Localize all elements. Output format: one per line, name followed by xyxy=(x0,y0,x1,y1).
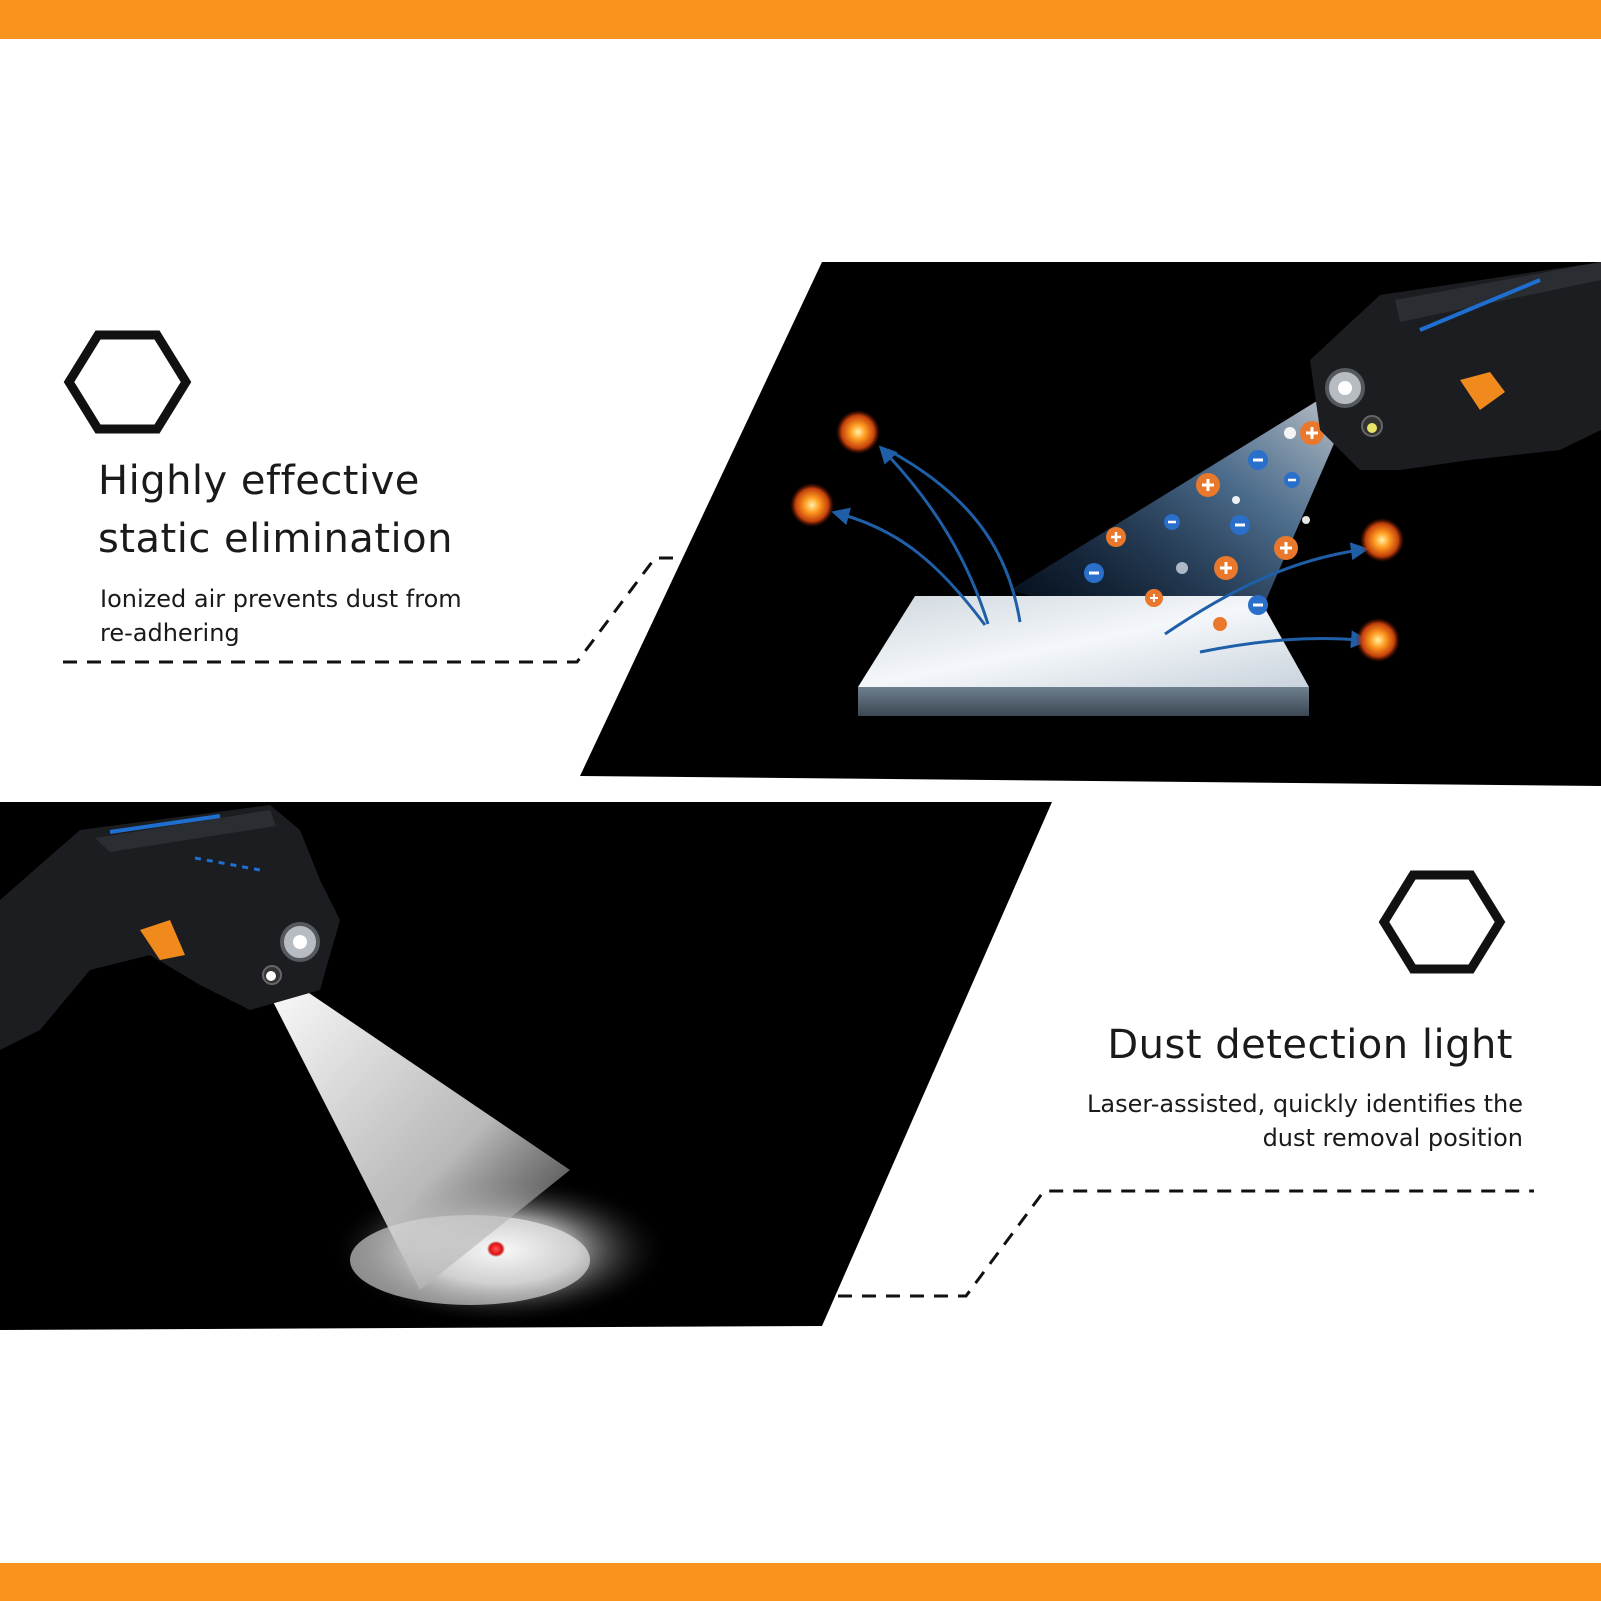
feature-description-dust-detection: Laser-assisted, quickly identifies the d… xyxy=(1087,1090,1523,1152)
ion-gun-device xyxy=(1310,262,1601,470)
glass-plate-top xyxy=(858,596,1309,687)
positive-ion-icon xyxy=(1106,527,1126,547)
negative-ion-icon xyxy=(1248,450,1268,470)
spark-icon xyxy=(836,410,880,454)
negative-ion-icon xyxy=(1230,515,1250,535)
negative-ion-icon xyxy=(1284,472,1300,488)
positive-ion-icon xyxy=(1300,421,1324,445)
top-accent-bar xyxy=(0,0,1601,39)
hexagon-icon xyxy=(63,330,192,434)
spark-icon xyxy=(1360,518,1404,562)
hexagon-icon xyxy=(1378,870,1506,974)
negative-ion-icon xyxy=(1164,514,1180,530)
glass-plate-side xyxy=(858,687,1309,716)
positive-ion-icon xyxy=(1196,473,1220,497)
feature-title-static-elimination: Highly effective static elimination xyxy=(98,458,453,562)
negative-ion-icon xyxy=(1248,595,1268,615)
arrow-curve xyxy=(887,448,1022,623)
feature-description-static-elimination: Ionized air prevents dust from re-adheri… xyxy=(100,585,462,647)
dashed-leader-line xyxy=(63,556,675,664)
arrow-curve xyxy=(878,445,990,625)
spark-icon xyxy=(1356,618,1400,662)
dashed-leader-line xyxy=(838,1189,1534,1298)
bottom-accent-bar xyxy=(0,1563,1601,1601)
light-beam xyxy=(262,972,570,1290)
arrow-curve xyxy=(1199,630,1369,654)
feature-title-dust-detection: Dust detection light xyxy=(1107,1022,1513,1068)
dust-light-illustration xyxy=(0,802,1052,1330)
spark-icon xyxy=(790,483,834,527)
dust-gun-device xyxy=(0,805,340,1050)
positive-ion-icon xyxy=(1214,556,1238,580)
positive-ion-icon xyxy=(1274,536,1298,560)
positive-ion-icon xyxy=(1213,617,1227,631)
ion-spray-illustration xyxy=(580,262,1601,786)
laser-dot xyxy=(487,1241,505,1257)
positive-ion-icon xyxy=(1145,589,1163,607)
arrow-curve xyxy=(1164,542,1369,636)
negative-ion-icon xyxy=(1084,563,1104,583)
arrow-curve xyxy=(831,507,987,626)
